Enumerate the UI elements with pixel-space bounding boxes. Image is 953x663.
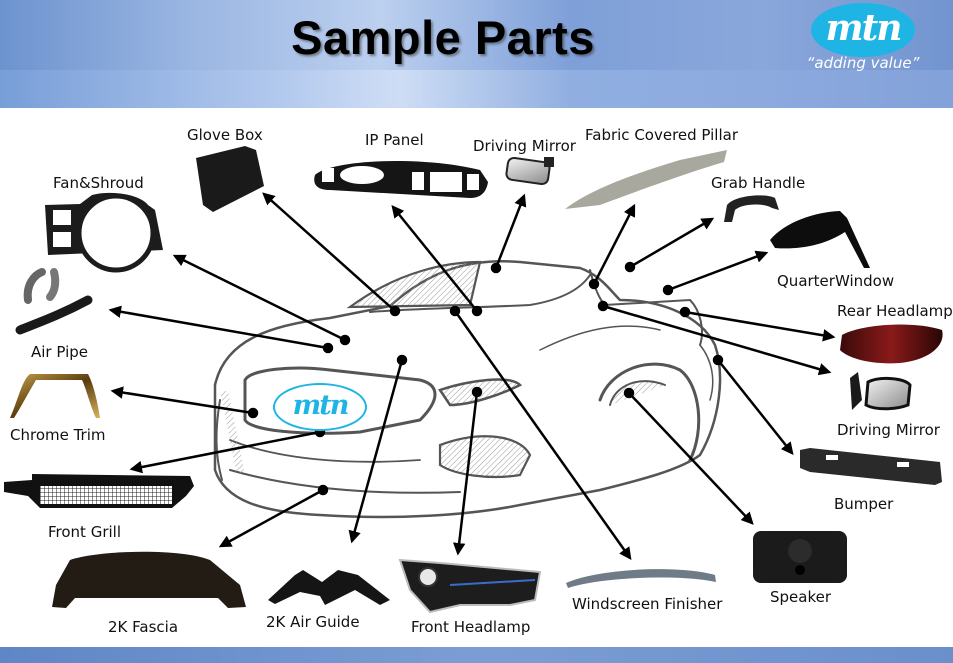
ip-panel-image — [314, 160, 488, 198]
mtn-logo: mtn — [811, 3, 915, 57]
callout-fan-shroud — [172, 254, 346, 342]
callout-speaker — [628, 392, 754, 525]
callout-grab-handle — [629, 217, 715, 269]
label-chrome-trim: Chrome Trim — [10, 426, 106, 444]
label-glove-box: Glove Box — [187, 126, 263, 144]
logo-text: mtn — [825, 7, 903, 49]
label-ip-panel: IP Panel — [365, 131, 424, 149]
callout-2k-air-guide — [348, 359, 404, 544]
label-bumper: Bumper — [834, 495, 894, 513]
callout-lines — [108, 192, 836, 561]
label-windscreen-finisher: Windscreen Finisher — [572, 595, 723, 613]
label-air-pipe: Air Pipe — [31, 343, 88, 361]
callout-front-grill — [129, 430, 321, 474]
callout-quarter-window — [667, 250, 769, 292]
car-logo-text: mtn — [292, 390, 350, 421]
label-quarter-window: QuarterWindow — [777, 272, 895, 290]
driving-mirror-exterior-image — [850, 372, 912, 411]
callout-2k-fascia — [218, 488, 324, 548]
2k-fascia-image — [52, 551, 246, 608]
label-2k-fascia: 2K Fascia — [108, 618, 179, 636]
label-driving-mirror-exterior: Driving Mirror — [837, 421, 940, 439]
callout-rear-headlamp — [684, 310, 836, 342]
tagline: “adding value” — [806, 54, 920, 72]
bumper-image — [800, 448, 942, 485]
chrome-trim-image — [10, 374, 100, 418]
callout-driving-mirror-interior — [494, 193, 527, 269]
label-front-headlamp: Front Headlamp — [411, 618, 531, 636]
fabric-covered-pillar-image — [565, 150, 727, 209]
header-band — [0, 70, 953, 108]
label-2k-air-guide: 2K Air Guide — [266, 613, 360, 631]
label-grab-handle: Grab Handle — [711, 174, 806, 192]
callout-chrome-trim — [110, 386, 254, 415]
label-fabric-covered-pillar: Fabric Covered Pillar — [585, 126, 739, 144]
label-fan-shroud: Fan&Shroud — [53, 174, 144, 192]
2k-air-guide-image — [268, 570, 390, 605]
callout-bumper — [717, 359, 794, 455]
callout-front-headlamp — [452, 391, 479, 556]
front-headlamp-image — [398, 558, 542, 614]
callout-driving-mirror-exterior — [602, 304, 832, 376]
rear-headlamp-image — [840, 324, 943, 364]
callout-air-pipe — [108, 305, 329, 350]
fan-shroud-image — [45, 192, 163, 273]
label-rear-headlamp: Rear Headlamp — [837, 302, 953, 320]
callout-windscreen-finisher — [453, 310, 632, 561]
callout-fabric-pillar — [592, 203, 636, 285]
callout-glove-box — [262, 192, 396, 312]
header-banner: Sample Parts mtn “adding value” — [0, 0, 953, 108]
grab-handle-image — [724, 195, 779, 222]
quarter-window-image — [770, 211, 870, 268]
label-front-grill: Front Grill — [48, 523, 122, 541]
windscreen-finisher-image — [566, 569, 716, 588]
front-grill-image — [4, 474, 194, 508]
callout-ip-panel — [391, 205, 478, 312]
glove-box-image — [196, 146, 264, 212]
driving-mirror-interior-image — [505, 156, 554, 186]
footer-bar — [0, 647, 953, 663]
label-driving-mirror-interior: Driving Mirror — [473, 137, 576, 155]
car-mtn-logo: mtn — [273, 383, 367, 431]
label-speaker: Speaker — [770, 588, 832, 606]
speaker-image — [753, 531, 847, 583]
air-pipe-image — [15, 268, 93, 335]
page-title: Sample Parts — [291, 11, 595, 64]
